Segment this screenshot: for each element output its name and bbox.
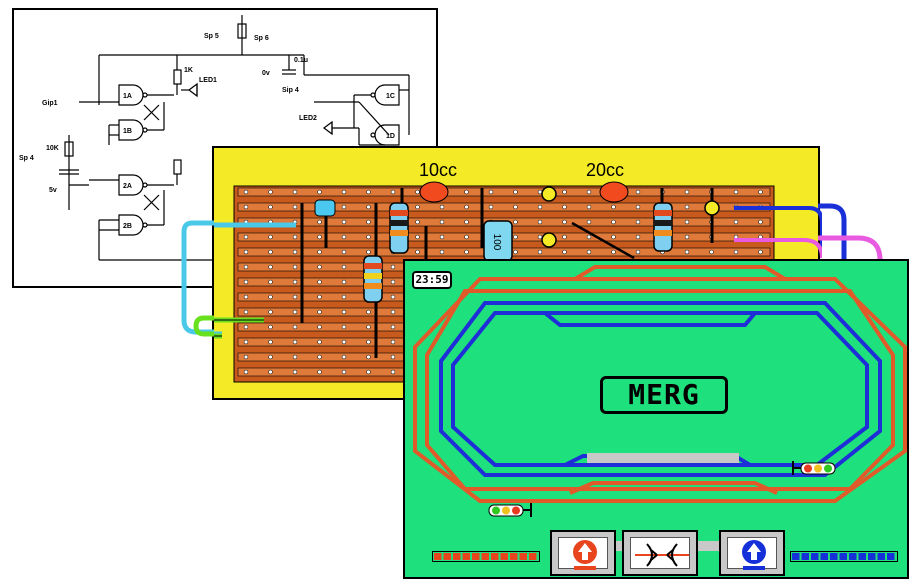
blue-level-bar — [790, 551, 898, 562]
schematic-label: Sp 5 — [204, 33, 219, 40]
clock-display: 23:59 — [412, 271, 452, 289]
schematic-label: Sp 6 — [254, 35, 269, 42]
capacitor — [419, 181, 449, 203]
red-up-button[interactable] — [550, 530, 616, 576]
gate-label: 1D — [386, 133, 395, 140]
capacitor-label: 10cc — [419, 160, 457, 180]
component-text: 100 — [491, 234, 502, 251]
schematic-label: 0v — [262, 70, 270, 77]
signal-icon — [488, 503, 532, 517]
split-button[interactable] — [622, 530, 698, 576]
gate-label: 1B — [123, 128, 132, 135]
up-arrow-red-icon — [573, 540, 597, 570]
up-arrow-blue-icon — [742, 540, 766, 570]
capacitor-label: 20cc — [586, 160, 624, 180]
schematic-label: LED1 — [199, 77, 217, 84]
schematic-label: Gip1 — [42, 100, 58, 107]
ceramic-capacitor: 100 — [483, 220, 513, 262]
schematic-label: 10K — [46, 145, 59, 152]
gate-label: 1C — [386, 93, 395, 100]
cable-left — [181, 220, 214, 337]
gate-label: 2B — [123, 223, 132, 230]
resistor — [389, 202, 409, 254]
schematic-label: LED2 — [299, 115, 317, 122]
layout-panel — [403, 259, 909, 579]
schematic-label: 5v — [49, 187, 57, 194]
blue-up-button[interactable] — [719, 530, 785, 576]
schematic-label: 1K — [184, 67, 193, 74]
red-level-bar — [432, 551, 540, 562]
resistor — [363, 255, 383, 303]
gate-label: 2A — [123, 183, 132, 190]
signal-icon — [792, 461, 836, 475]
schematic-label: Sip 4 — [282, 87, 299, 94]
gate-label: 1A — [123, 93, 132, 100]
resistor — [653, 202, 673, 252]
merg-logo: MERG — [600, 376, 728, 414]
compress-arrows-icon — [635, 543, 689, 567]
capacitor — [599, 181, 629, 203]
schematic-label: 0.1u — [294, 57, 308, 64]
schematic-label: Sp 4 — [19, 155, 34, 162]
circuit-schematic: Sp 5 0v Gip1 Sp 4 Sip 4 Sp 6 5v LED1 LED… — [19, 15, 410, 261]
